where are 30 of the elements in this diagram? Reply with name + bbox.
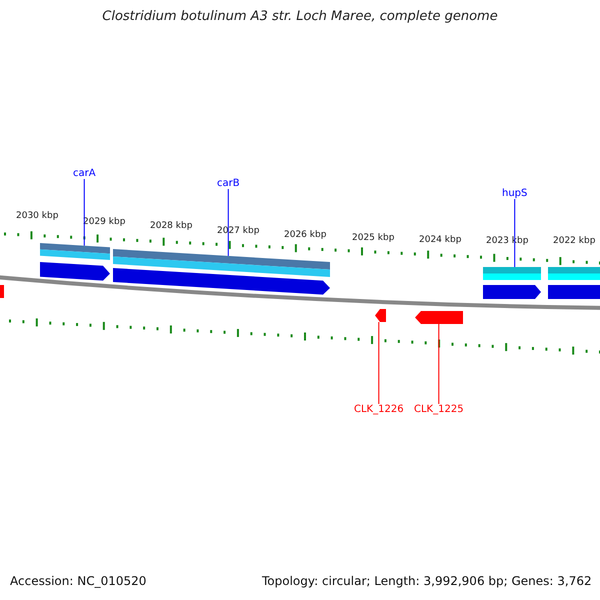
footer-text: Topology: circular; Length: 3,992,906 bp; Genes: 3,762 <box>262 574 592 588</box>
tick-label: 2026 kbp <box>284 230 326 240</box>
leader-line <box>228 188 229 256</box>
footer-text: Accession: NC_010520 <box>10 574 146 588</box>
gene-block <box>548 285 600 299</box>
gene-label: CLK_1226 <box>354 404 404 415</box>
gene-track-bar <box>483 267 541 280</box>
gene-block <box>375 309 386 322</box>
gene-block <box>0 285 4 298</box>
gene-track-bar <box>548 267 600 280</box>
gene-track-bar <box>113 249 330 277</box>
tick-label: 2022 kbp <box>553 236 596 246</box>
gene-block <box>113 268 330 295</box>
gene-label: carB <box>217 178 240 189</box>
gene-block <box>40 262 110 281</box>
tick-label: 2030 kbp <box>16 211 58 221</box>
title: Clostridium botulinum A3 str. Loch Maree, complete genome <box>101 9 499 24</box>
leader-line <box>514 198 516 268</box>
tick-label: 2025 kbp <box>352 233 394 243</box>
gene-block <box>483 285 541 299</box>
gene-label: CLK_1225 <box>414 404 464 415</box>
tick-label: 2024 kbp <box>419 235 462 245</box>
gene-block <box>415 311 463 324</box>
leader-line <box>378 322 380 404</box>
gene-track-bar <box>40 243 110 260</box>
gene-label: carA <box>73 168 96 179</box>
leader-line <box>438 324 440 404</box>
gene-label: hupS <box>502 188 528 199</box>
leader-line <box>84 178 85 246</box>
tick-label: 2028 kbp <box>150 221 192 231</box>
